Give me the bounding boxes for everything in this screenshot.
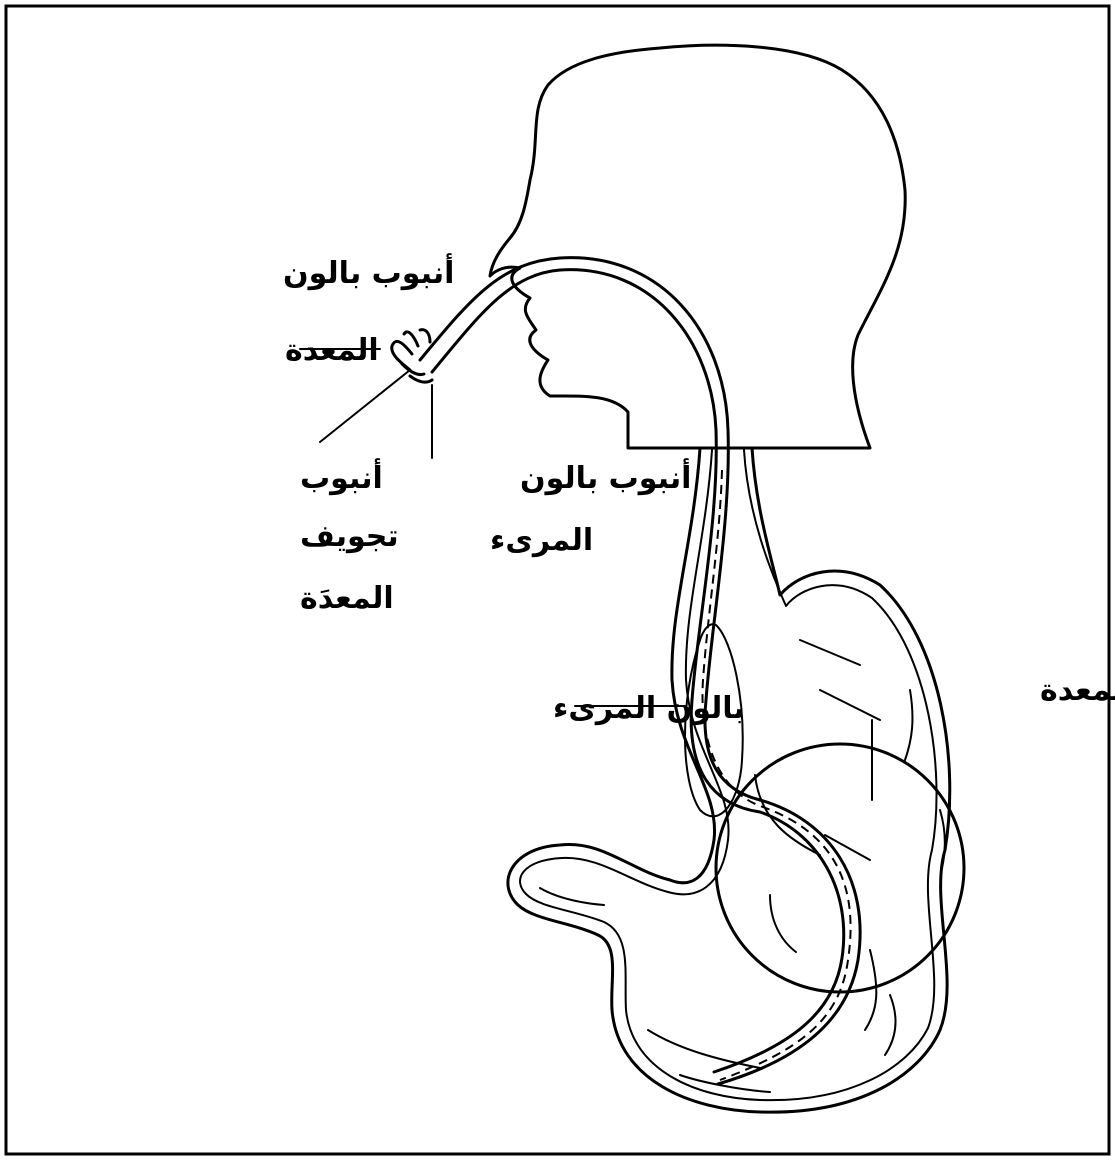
label-aspiration-tube-1: أنبوب xyxy=(300,458,383,496)
gastric-balloon-shape xyxy=(716,744,964,992)
leader-aspiration-tube xyxy=(320,370,410,442)
label-esophageal-balloon-tube-2: المرىء xyxy=(490,523,593,558)
label-aspiration-tube-2: تجويف xyxy=(300,519,399,554)
tube-connector xyxy=(392,330,432,382)
label-gastric-balloon-tube-2: المعدة xyxy=(285,333,379,368)
gastric-tube-tip-inner xyxy=(714,812,844,1072)
figure-border xyxy=(6,6,1109,1154)
label-aspiration-tube-3: المعدَة xyxy=(300,581,394,616)
label-esophageal-balloon-tube-1: أنبوب بالون xyxy=(520,458,691,496)
head-outline xyxy=(490,45,905,448)
tube-marker-dashes xyxy=(702,470,850,1080)
label-gastric-balloon: بالون المعدة xyxy=(1040,673,1115,708)
label-gastric-balloon-tube-1: أنبوب بالون xyxy=(283,253,454,291)
label-esophageal-balloon: بالون المرىء xyxy=(553,691,745,726)
